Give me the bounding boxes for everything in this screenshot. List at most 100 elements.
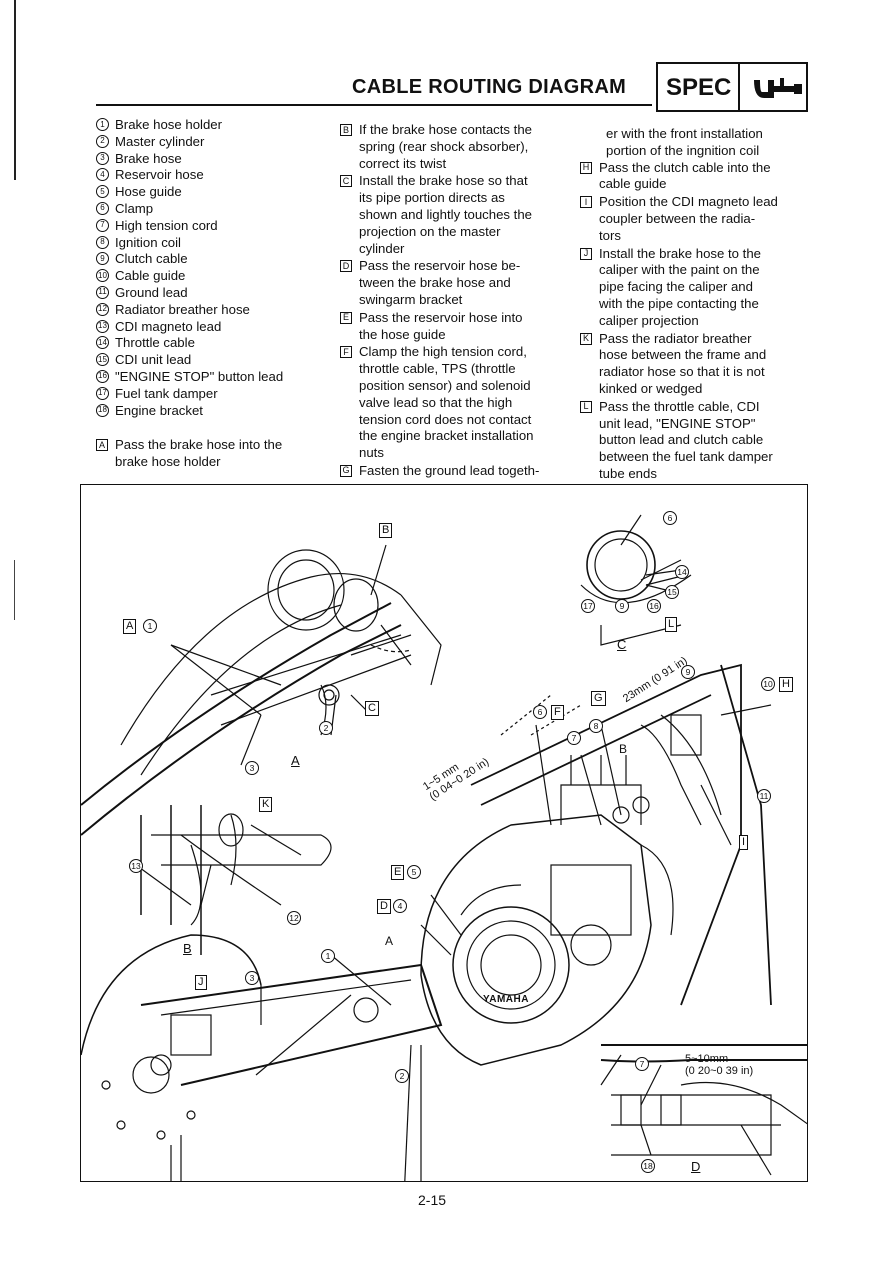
legend-label: CDI magneto lead	[115, 318, 222, 334]
note-text: Pass the reservoir hose into the hose gu…	[359, 309, 523, 342]
callout-14: 14	[675, 565, 689, 579]
spec-badge-divider	[738, 64, 740, 110]
note-i: I Position the CDI magneto lead coupler b…	[580, 194, 812, 244]
callout-2: 2	[319, 721, 333, 735]
legend-item: 14 Throttle cable	[96, 335, 326, 352]
label-b: B	[379, 523, 393, 538]
page-title: CABLE ROUTING DIAGRAM	[352, 76, 627, 98]
callout-3: 3	[245, 761, 259, 775]
legend-label: Ground lead	[115, 284, 188, 300]
spec-badge: SPEC	[656, 62, 808, 112]
dimension-5-10mm: 5~10mm (0 20~0 39 in)	[685, 1053, 753, 1077]
note-letter: B	[340, 124, 352, 136]
legend-number: 11	[96, 285, 109, 299]
legend-item: 2 Master cylinder	[96, 134, 326, 151]
engine-brand-text: YAMAHA	[483, 994, 529, 1005]
binder-mark	[14, 560, 15, 620]
note-text: Install the brake hose to the caliper wi…	[599, 245, 762, 328]
legend-number: 9	[96, 252, 109, 266]
title-rule	[96, 104, 652, 106]
callout-4: 4	[393, 899, 407, 913]
callout-16: 16	[647, 599, 661, 613]
legend-number: 7	[96, 218, 109, 232]
label-e: E	[391, 865, 405, 880]
legend-label: Clamp	[115, 200, 154, 216]
legend-label: Fuel tank damper	[115, 385, 218, 401]
legend-item: 11 Ground lead	[96, 285, 326, 302]
callout-10: 10	[761, 677, 775, 691]
view-d-label: D	[691, 1159, 701, 1174]
wrench-icon	[754, 78, 802, 98]
label-g: G	[591, 691, 606, 706]
view-b-label: B	[183, 941, 192, 956]
callout-6c: 6	[663, 511, 677, 525]
label-i: I	[739, 835, 749, 850]
legend-item: 13 CDI magneto lead	[96, 319, 326, 336]
callout-17: 17	[581, 599, 595, 613]
legend-label: CDI unit lead	[115, 352, 192, 368]
legend-number: 8	[96, 235, 109, 249]
label-k: K	[259, 797, 273, 812]
note-text: Position the CDI magneto lead coupler be…	[599, 194, 778, 243]
cable-routing-diagram: B A 1 C 2 3 A K 13 12 B J 3 1 A E 5 D 4 …	[80, 484, 808, 1182]
note-text: Pass the radiator breather hose between …	[599, 330, 767, 396]
note-letter: C	[340, 175, 352, 188]
legend-number: 4	[96, 168, 109, 182]
legend-number: 14	[96, 336, 109, 350]
legend-item: 16"ENGINE STOP" button lead	[96, 369, 326, 386]
callout-3b: 3	[245, 971, 259, 985]
note-text: Clamp the high tension cord, throttle ca…	[359, 344, 534, 461]
note-j: J Install the brake hose to the caliper w…	[580, 246, 812, 330]
legend-label: High tension cord	[115, 217, 218, 233]
legend-number: 12	[96, 302, 109, 316]
note-text: Pass the reservoir hose be- tween the br…	[359, 258, 521, 307]
label-l: L	[665, 617, 678, 632]
note-letter: J	[580, 247, 592, 260]
note-letter: G	[340, 464, 352, 477]
legend-item: 6 Clamp	[96, 201, 326, 218]
legend-item: 8 Ignition coil	[96, 235, 326, 252]
note-g-continuation: er with the front installation portion o…	[606, 126, 763, 158]
binder-edge-line	[14, 0, 16, 180]
note-letter: I	[580, 196, 592, 209]
legend-label: Ignition coil	[115, 234, 181, 250]
legend-number: 2	[96, 134, 109, 148]
callout-12: 12	[287, 911, 301, 925]
callout-9: 9	[681, 665, 695, 679]
legend-number: 1	[96, 118, 109, 131]
label-a: A	[123, 619, 137, 634]
label-f: F	[551, 705, 564, 720]
legend-label: Cable guide	[115, 268, 186, 284]
callout-7: 7	[567, 731, 581, 745]
legend-label: Brake hose	[115, 150, 182, 166]
view-c-label: C	[617, 637, 627, 652]
callout-13: 13	[129, 859, 143, 873]
legend-number: 15	[96, 353, 109, 367]
callout-5: 5	[407, 865, 421, 879]
legend-number: 18	[96, 403, 109, 417]
legend-number: 6	[96, 201, 109, 215]
arrow-a-label: A	[385, 934, 394, 948]
legend-number: 13	[96, 319, 109, 333]
legend-label: Throttle cable	[115, 335, 195, 351]
spec-badge-label: SPEC	[666, 74, 732, 101]
legend-label: Master cylinder	[115, 133, 205, 149]
